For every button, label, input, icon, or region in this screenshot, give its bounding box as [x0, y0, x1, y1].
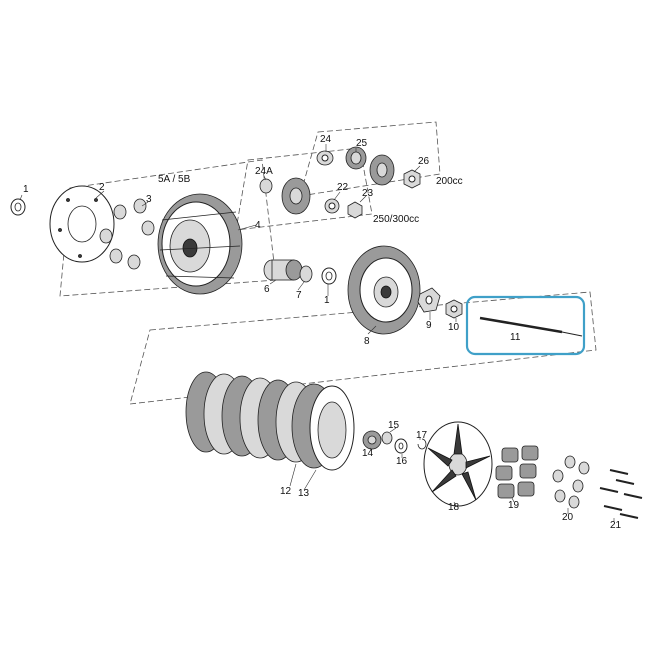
push-rod-11: [479, 316, 583, 337]
label-19: 19: [508, 500, 520, 511]
washer-15: [381, 431, 393, 445]
label-24a: 24A: [255, 166, 273, 177]
label-10: 10: [448, 322, 460, 333]
bearing-25: [345, 146, 367, 170]
label-4: 4: [255, 220, 261, 231]
frame-clutch-basket: [59, 159, 277, 297]
label-23: 23: [362, 188, 374, 199]
label-8: 8: [364, 336, 370, 347]
label-6: 6: [264, 284, 270, 295]
label-20: 20: [562, 512, 574, 523]
label-3: 3: [146, 194, 152, 205]
washer-22: [324, 198, 340, 214]
label-16: 16: [396, 456, 408, 467]
bearing-14: [362, 430, 382, 450]
label-26: 26: [418, 156, 430, 167]
clutch-plate-stack: [185, 371, 355, 471]
spacers-3: [99, 198, 155, 270]
label-11: 11: [510, 332, 521, 343]
washer-16: [394, 438, 408, 454]
gear-200cc: [369, 154, 395, 186]
bushing-24a: [259, 178, 273, 194]
label-2: 2: [99, 182, 105, 193]
label-200cc: 200cc: [436, 176, 463, 187]
pressure-plate-18: [423, 421, 493, 507]
spring-washers-20: [552, 455, 590, 509]
label-15: 15: [388, 420, 400, 431]
label-25: 25: [356, 138, 368, 149]
washer-24: [316, 150, 334, 166]
thrust-plate-2: [49, 185, 115, 263]
label-17: 17: [416, 430, 428, 441]
leader-lines: [19, 144, 615, 522]
washer-1-left: [10, 198, 26, 216]
part-labels: 1 2 3 4 5A / 5B 24 25 26 200cc 24A 22 23…: [23, 134, 622, 531]
label-5: 5A / 5B: [158, 174, 191, 185]
label-24: 24: [320, 134, 332, 145]
washer-1-center: [321, 267, 337, 285]
circlip-17: [417, 438, 427, 450]
label-7: 7: [296, 290, 302, 301]
frame-200cc: [299, 121, 441, 197]
frame-clutch-plates: [129, 291, 597, 405]
nut-10: [445, 299, 463, 319]
clutch-basket-4: [157, 193, 243, 295]
label-22: 22: [337, 182, 349, 193]
nut-23: [347, 201, 363, 219]
spacer-7: [299, 265, 313, 283]
label-1-left: 1: [23, 184, 29, 195]
highlight-box-11: [465, 295, 586, 356]
label-14: 14: [362, 448, 374, 459]
label-12: 12: [280, 486, 292, 497]
lock-washer-9: [417, 287, 441, 313]
bushing-6: [263, 259, 303, 281]
springs-19: [495, 445, 539, 499]
inner-hub-8: [347, 245, 421, 335]
label-250-300cc: 250/300cc: [373, 214, 419, 225]
label-13: 13: [298, 488, 310, 499]
label-9: 9: [426, 320, 432, 331]
label-18: 18: [448, 502, 460, 513]
nut-26: [403, 169, 421, 189]
label-21: 21: [610, 520, 622, 531]
gear-250-300cc: [281, 177, 311, 215]
spring-bolts-21: [599, 469, 643, 519]
label-1-center: 1: [324, 295, 330, 306]
